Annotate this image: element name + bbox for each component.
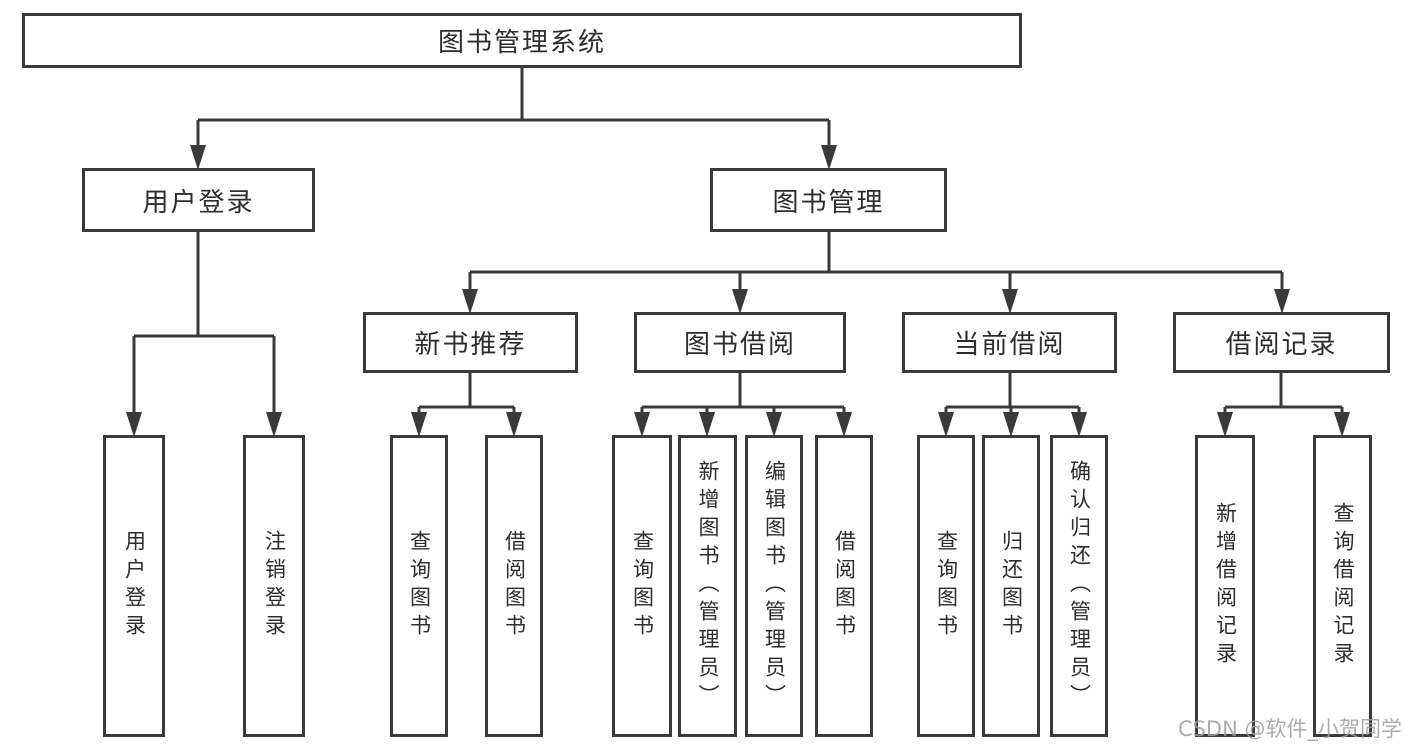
leaf-query-borrow-record: 查询借阅记录 <box>1313 435 1372 737</box>
node-user-login: 用户登录 <box>82 168 315 232</box>
leaf-user-login: 用户登录 <box>103 435 165 737</box>
node-root-system: 图书管理系统 <box>22 13 1022 68</box>
leaf-query-books-borrowing: 查询图书 <box>612 435 672 737</box>
leaf-confirm-return-admin: 确认归还（管理员） <box>1050 435 1108 737</box>
leaf-borrow-books-borrowing: 借阅图书 <box>815 435 873 737</box>
leaf-query-books-recommend: 查询图书 <box>390 435 448 737</box>
leaf-add-book-admin: 新增图书（管理员） <box>678 435 737 737</box>
leaf-query-books-current: 查询图书 <box>917 435 975 737</box>
leaf-logout: 注销登录 <box>243 435 305 737</box>
node-new-book-recommend: 新书推荐 <box>363 312 578 373</box>
csdn-watermark: CSDN @软件_小贺同学 <box>1177 717 1402 741</box>
leaf-edit-book-admin: 编辑图书（管理员） <box>745 435 803 737</box>
leaf-borrow-books-recommend: 借阅图书 <box>485 435 543 737</box>
leaf-return-books: 归还图书 <box>982 435 1040 737</box>
leaf-add-borrow-record: 新增借阅记录 <box>1195 435 1255 737</box>
node-book-borrowing: 图书借阅 <box>634 312 846 373</box>
node-book-management: 图书管理 <box>710 168 947 232</box>
node-borrowing-records: 借阅记录 <box>1173 312 1390 373</box>
node-current-borrowing: 当前借阅 <box>902 312 1117 373</box>
